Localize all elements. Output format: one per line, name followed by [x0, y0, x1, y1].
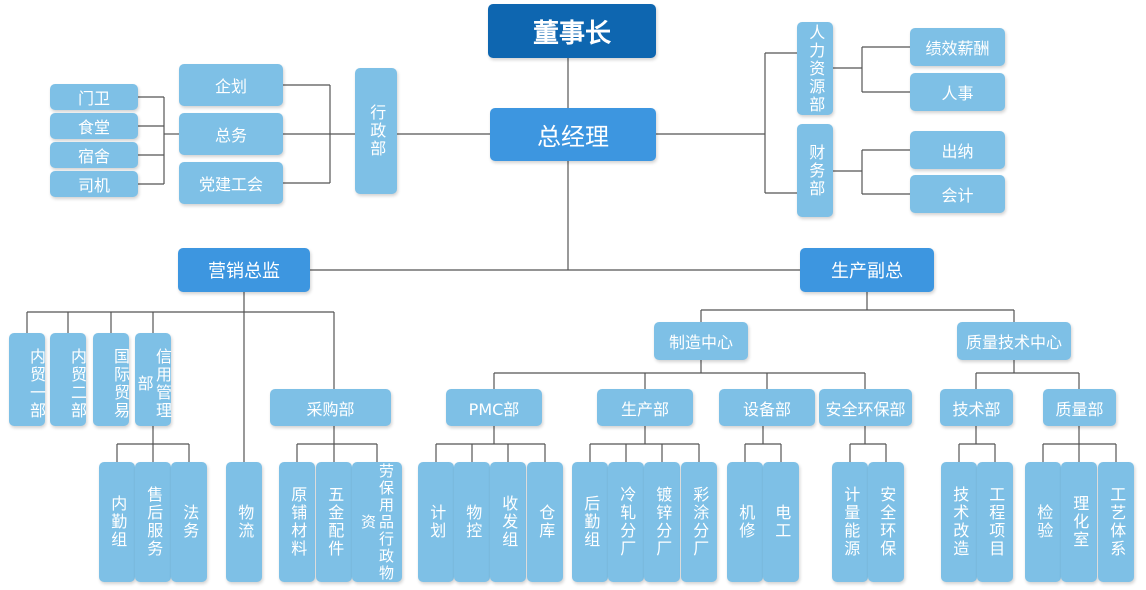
equipment-sub-maintenance: 机修 [727, 462, 763, 582]
pmc-sub-material-control: 物控 [454, 462, 490, 582]
general-manager-node: 总经理 [490, 108, 656, 161]
service-dormitory: 宿舍 [50, 142, 138, 168]
production-dept-node: 生产部 [597, 389, 693, 426]
quality-sub-lab: 理化室 [1061, 462, 1097, 582]
quality-dept-node: 质量部 [1043, 389, 1116, 426]
purchasing-sub-labor-supplies: 劳保用品行政物资 [352, 462, 402, 582]
production-vp-node: 生产副总 [800, 248, 934, 292]
unit-credit-management: 信用管理部 [135, 333, 172, 426]
quality-sub-process-system: 工艺体系 [1098, 462, 1134, 582]
purchasing-sub-hardware: 五金配件 [316, 462, 352, 582]
hr-dept-node: 人力资源部 [797, 22, 833, 115]
manufacturing-center-node: 制造中心 [654, 322, 748, 360]
admin-sub-party-union: 党建工会 [179, 162, 283, 204]
pmc-dept-node: PMC部 [446, 389, 542, 426]
service-gate: 门卫 [50, 84, 138, 110]
unit-domestic-trade-2: 内贸二部 [50, 333, 87, 426]
credit-sub-after-sales: 售后服务 [135, 462, 171, 582]
hr-sub-performance-pay: 绩效薪酬 [910, 28, 1005, 66]
logistics-node: 物流 [226, 462, 262, 582]
marketing-director-node: 营销总监 [178, 248, 310, 292]
purchasing-sub-raw-materials: 原铺材料 [279, 462, 315, 582]
safety-env-dept-node: 安全环保部 [819, 389, 912, 426]
unit-domestic-trade-1: 内贸一部 [9, 333, 46, 426]
admin-sub-general-affairs: 总务 [179, 113, 283, 155]
safety-sub-safety-env: 安全环保 [868, 462, 904, 582]
prod-sub-cold-rolling: 冷轧分厂 [608, 462, 644, 582]
prod-sub-color-coating: 彩涂分厂 [681, 462, 717, 582]
quality-sub-inspection: 检验 [1025, 462, 1061, 582]
admin-sub-planning: 企划 [179, 64, 283, 106]
credit-sub-legal: 法务 [171, 462, 207, 582]
safety-sub-metering-energy: 计量能源 [832, 462, 868, 582]
hr-sub-personnel: 人事 [910, 73, 1005, 111]
finance-sub-cashier: 出纳 [910, 131, 1005, 169]
prod-sub-galvanizing: 镀锌分厂 [644, 462, 680, 582]
finance-dept-node: 财务部 [797, 124, 833, 217]
tech-sub-engineering: 工程项目 [977, 462, 1013, 582]
service-canteen: 食堂 [50, 113, 138, 139]
tech-dept-node: 技术部 [940, 389, 1013, 426]
pmc-sub-planning: 计划 [418, 462, 454, 582]
equipment-dept-node: 设备部 [719, 389, 815, 426]
pmc-sub-receiving: 收发组 [490, 462, 526, 582]
prod-sub-logistics-team: 后勤组 [572, 462, 608, 582]
finance-sub-accounting: 会计 [910, 175, 1005, 213]
equipment-sub-electrician: 电工 [763, 462, 799, 582]
chairman-node: 董事长 [488, 4, 656, 58]
admin-dept-node: 行政部 [355, 68, 397, 194]
service-driver: 司机 [50, 171, 138, 197]
tech-sub-renovation: 技术改造 [941, 462, 977, 582]
credit-sub-office-team: 内勤组 [99, 462, 135, 582]
pmc-sub-warehouse: 仓库 [527, 462, 563, 582]
purchasing-dept-node: 采购部 [270, 389, 391, 426]
unit-international-trade: 国际贸易 [93, 333, 130, 426]
quality-tech-center-node: 质量技术中心 [957, 322, 1071, 360]
